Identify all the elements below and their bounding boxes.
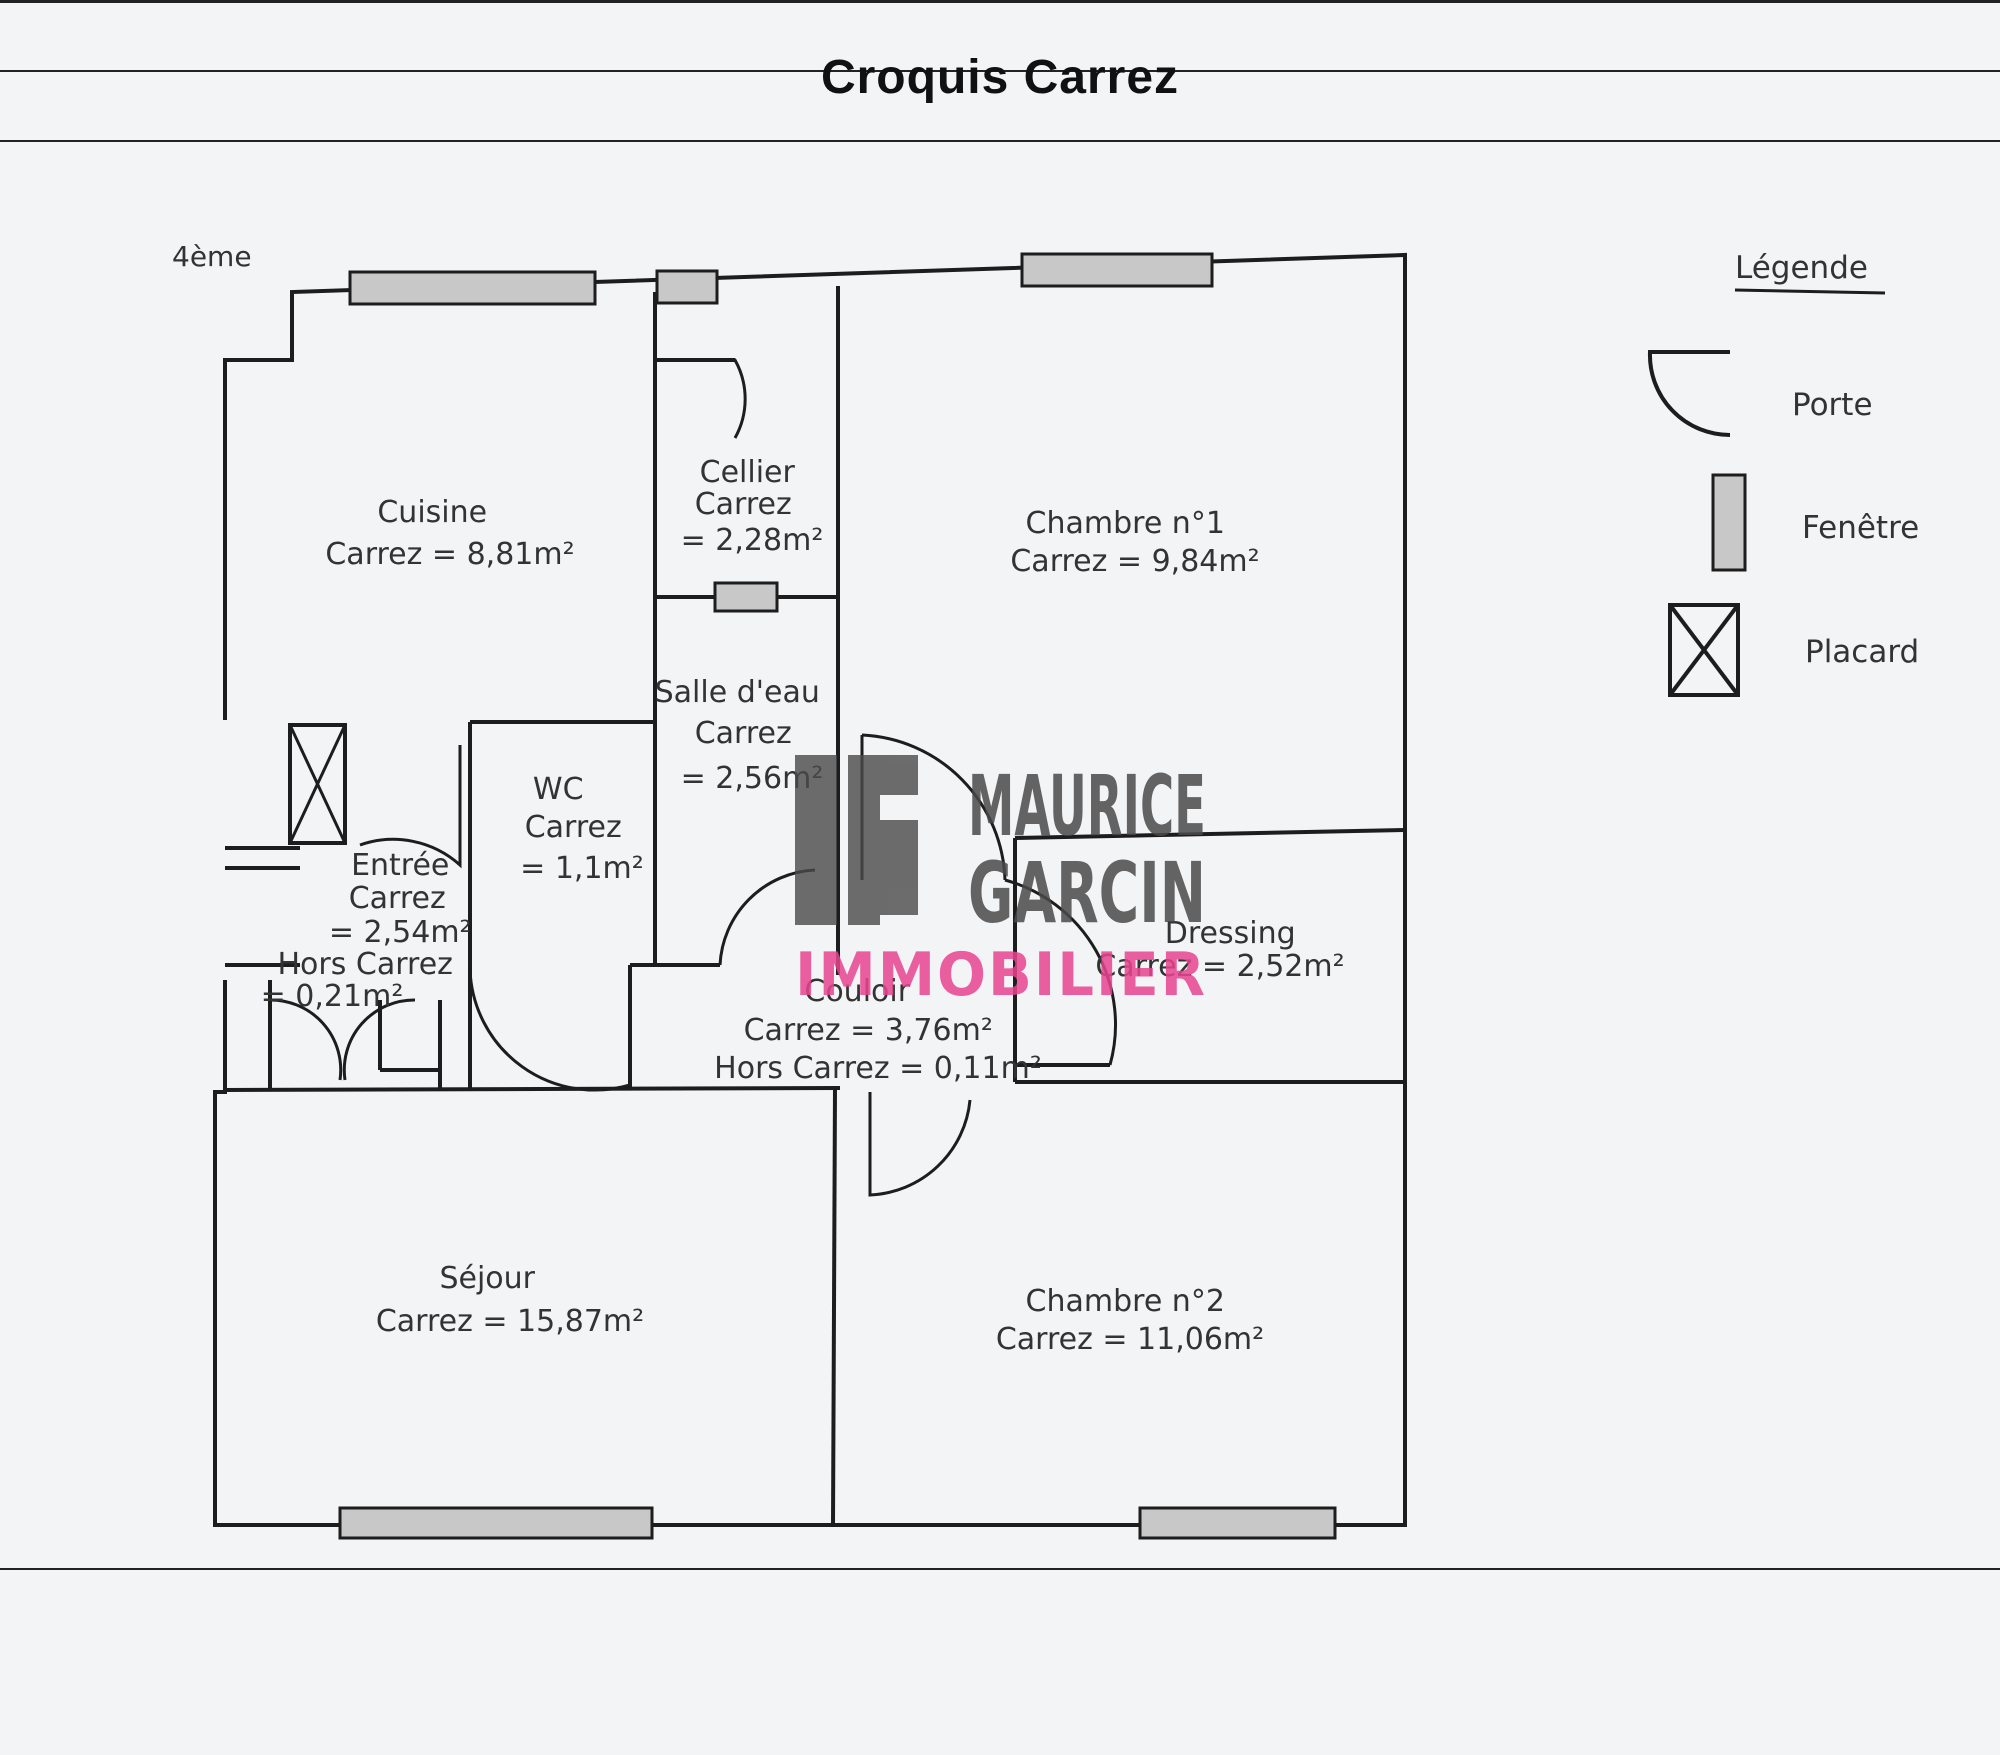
room-sejour-area: Carrez = 15,87m² xyxy=(376,1304,644,1339)
room-cellier-name: Cellier xyxy=(700,455,796,490)
watermark-monogram-text: MG xyxy=(844,853,857,862)
room-salle-deau-name: Salle d'eau xyxy=(655,675,820,710)
door-entry-top xyxy=(359,745,462,869)
room-dressing-area: Carrez = 2,52m² xyxy=(1095,949,1344,984)
room-cellier: Cellier Carrez = 2,28m² xyxy=(681,455,824,558)
room-couloir-hors: Hors Carrez = 0,11m² xyxy=(714,1051,1042,1086)
room-chambre1-name: Chambre n°1 xyxy=(1026,506,1225,541)
window-chambre2 xyxy=(1138,1506,1337,1540)
door-icon xyxy=(1647,350,1731,437)
door-chambre1 xyxy=(861,733,1007,881)
doors xyxy=(267,358,1118,1197)
watermark-logo: MG MAURICE GARCIN IMMOBILIER xyxy=(795,755,1207,1010)
wall-central-horizontal xyxy=(224,1086,841,1092)
floor-label: 4ème xyxy=(172,240,252,273)
room-cuisine-area: Carrez = 8,81m² xyxy=(325,537,574,572)
room-chambre1-area: Carrez = 9,84m² xyxy=(1010,544,1259,579)
legend-label-porte: Porte xyxy=(1792,387,1873,423)
room-wc: WC Carrez = 1,1m² xyxy=(520,772,644,886)
window-kitchen xyxy=(348,270,597,306)
door-chambre2 xyxy=(868,1092,972,1197)
door-cellier xyxy=(655,358,747,439)
room-chambre2-area: Carrez = 11,06m² xyxy=(996,1322,1264,1357)
room-chambre2: Chambre n°2 Carrez = 11,06m² xyxy=(996,1284,1264,1357)
room-entree-name: Entrée xyxy=(351,848,449,883)
room-chambre1: Chambre n°1 Carrez = 9,84m² xyxy=(1010,506,1259,579)
room-entree-hors: Hors Carrez xyxy=(278,947,453,982)
watermark-line-1: MAURICE xyxy=(968,757,1206,855)
room-wc-carrez: Carrez xyxy=(525,810,622,845)
walls xyxy=(213,252,1407,1527)
door-dressing xyxy=(1004,878,1118,1066)
legend-label-fenetre: Fenêtre xyxy=(1802,510,1919,546)
room-entree-area: = 2,54m² xyxy=(329,915,472,950)
room-cuisine-name: Cuisine xyxy=(377,495,487,530)
window-cellier xyxy=(655,269,719,305)
closet-icon xyxy=(1668,603,1740,697)
room-sejour-name: Séjour xyxy=(439,1261,535,1296)
top-rule-3 xyxy=(0,140,2000,142)
watermark-monogram xyxy=(795,755,918,925)
room-entree-hors-area: = 0,21m² xyxy=(261,979,404,1014)
room-cellier-carrez: Carrez xyxy=(695,487,792,522)
legend-title-underline xyxy=(1734,288,1886,295)
watermark-line-3: IMMOBILIER xyxy=(795,940,1207,1010)
window-sejour xyxy=(338,1506,654,1540)
room-couloir-name: Couloir xyxy=(804,974,910,1009)
windows xyxy=(338,252,1337,1540)
room-cellier-area: = 2,28m² xyxy=(681,523,824,558)
door-entry-bottom-left xyxy=(267,998,343,1081)
wall-sejour-chambre2 xyxy=(831,1087,837,1526)
room-dressing-name: Dressing xyxy=(1165,916,1296,951)
window-chambre1 xyxy=(1020,252,1214,288)
closet-box xyxy=(288,723,347,845)
watermark-line-2: GARCIN xyxy=(968,844,1206,942)
page-title: Croquis Carrez xyxy=(820,51,1180,104)
room-entree: Entrée Carrez = 2,54m² Hors Carrez = 0,2… xyxy=(261,848,482,1014)
room-sejour: Séjour Carrez = 15,87m² xyxy=(376,1261,644,1339)
room-couloir-area: Carrez = 3,76m² xyxy=(744,1013,993,1048)
legend-title: Légende xyxy=(1735,250,1868,286)
room-chambre2-name: Chambre n°2 xyxy=(1026,1284,1225,1319)
room-couloir: Couloir Carrez = 3,76m² Hors Carrez = 0,… xyxy=(714,974,1042,1086)
room-dressing: Dressing Carrez = 2,52m² xyxy=(1095,916,1344,984)
window-bathroom xyxy=(713,581,779,613)
room-cuisine: Cuisine Carrez = 8,81m² xyxy=(325,495,574,572)
wall-dressing-top xyxy=(1014,828,1406,840)
door-entry-bottom-right xyxy=(342,998,416,1081)
legend: Légende Porte Fenêtre Placard xyxy=(1647,250,1919,697)
outer-wall xyxy=(213,252,1407,1527)
legend-label-placard: Placard xyxy=(1805,634,1919,670)
room-wc-area: = 1,1m² xyxy=(520,851,644,886)
room-wc-name: WC xyxy=(533,772,584,807)
closet-cross xyxy=(288,724,347,844)
room-salle-deau-carrez: Carrez xyxy=(695,716,792,751)
window-icon xyxy=(1711,473,1747,572)
room-labels: Cuisine Carrez = 8,81m² Cellier Carrez =… xyxy=(261,455,1345,1357)
door-wc xyxy=(468,969,631,1092)
bottom-rule xyxy=(0,1568,2000,1570)
top-rule-1 xyxy=(0,0,2000,3)
room-entree-carrez: Carrez xyxy=(349,881,446,916)
top-rule-2 xyxy=(0,70,2000,72)
